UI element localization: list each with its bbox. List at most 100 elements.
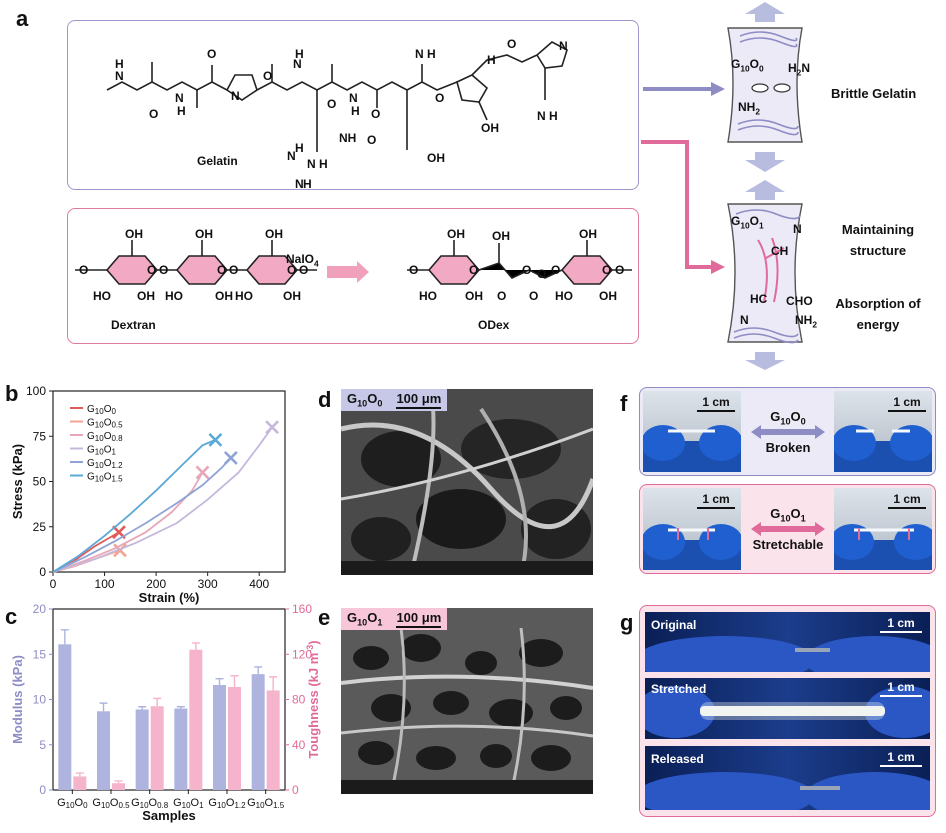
svg-text:O: O xyxy=(469,263,478,277)
y-right-tick-label-3: 120 xyxy=(292,647,312,661)
svg-text:O: O xyxy=(507,37,516,51)
x-tick-label-c-3: G10O1 xyxy=(173,797,204,810)
g-released-label: Released xyxy=(651,752,704,766)
series-end-marker-4 xyxy=(223,451,238,465)
svg-text:O: O xyxy=(529,289,538,303)
scale-f-bottom: 1 cm xyxy=(697,492,735,509)
top-state-sample: G10O0 xyxy=(731,57,764,74)
svg-text:O: O xyxy=(435,91,444,105)
svg-text:N: N xyxy=(537,109,546,123)
svg-text:OH: OH xyxy=(492,229,510,243)
svg-text:N: N xyxy=(415,47,424,61)
svg-text:OH: OH xyxy=(195,227,213,241)
y-tick-label-b-3: 75 xyxy=(33,429,47,443)
error-bar-toughness-1 xyxy=(114,780,123,784)
gelatin-box xyxy=(67,20,639,190)
svg-text:O: O xyxy=(497,289,506,303)
svg-text:N: N xyxy=(559,39,568,53)
bar-toughness-1 xyxy=(112,783,125,790)
g-stretched-label: Stretched xyxy=(651,682,707,696)
x-axis-label-c: Samples xyxy=(142,808,195,823)
g-original-label: Original xyxy=(651,618,697,632)
svg-text:OH: OH xyxy=(579,227,597,241)
y-tick-label-b-1: 25 xyxy=(33,520,47,534)
error-bar-modulus-2 xyxy=(138,706,147,710)
y-left-axis-label: Modulus (kPa) xyxy=(10,655,25,744)
bottom-state-ch: CH xyxy=(771,244,789,258)
svg-text:O: O xyxy=(409,263,418,277)
photo-g-original: Original 1 cm xyxy=(645,612,930,672)
y-left-tick-label-0: 0 xyxy=(39,783,46,797)
svg-text:O: O xyxy=(287,263,296,277)
bar-modulus-5 xyxy=(251,674,265,790)
x-tick-label-b-0: 0 xyxy=(50,577,57,591)
y-tick-label-b-2: 50 xyxy=(33,475,47,489)
series-end-marker-2 xyxy=(195,465,210,480)
series-end-marker-3 xyxy=(265,420,280,435)
svg-text:OH: OH xyxy=(599,289,617,303)
scale-g-stretched: 1 cm xyxy=(880,680,922,697)
bottom-state-sample: G10O1 xyxy=(731,214,764,231)
x-tick-label-c-5: G10O1.5 xyxy=(247,797,285,810)
svg-text:H: H xyxy=(319,157,328,171)
scale-f-bottom-right: 1 cm xyxy=(888,492,926,509)
x-tick-label-b-2: 200 xyxy=(146,577,166,591)
bar-toughness-4 xyxy=(228,687,241,790)
x-axis-label-b: Strain (%) xyxy=(139,590,200,605)
dextran-box xyxy=(67,208,639,344)
photo-f-bottom-right: 1 cm xyxy=(834,488,932,570)
svg-text:O: O xyxy=(159,263,168,277)
x-tick-label-b-3: 300 xyxy=(198,577,218,591)
bottom-state-hc: HC xyxy=(750,292,768,306)
y-tick-label-b-0: 0 xyxy=(39,565,46,579)
top-state-nh2: NH2 xyxy=(738,100,761,117)
odex-label: ODex xyxy=(478,318,510,332)
bottom-state-nh2: NH2 xyxy=(795,313,818,330)
error-bar-modulus-4 xyxy=(215,677,224,686)
svg-text:OH: OH xyxy=(283,289,301,303)
svg-text:O: O xyxy=(327,97,336,111)
series-end-marker-5 xyxy=(208,432,223,447)
error-bar-modulus-3 xyxy=(176,706,185,709)
bar-modulus-3 xyxy=(174,708,188,790)
svg-text:NH: NH xyxy=(339,131,356,145)
svg-text:N: N xyxy=(295,177,304,190)
bar-toughness-2 xyxy=(150,706,164,790)
svg-text:HO: HO xyxy=(555,289,573,303)
error-bar-modulus-1 xyxy=(99,702,108,712)
panel-label-c: c xyxy=(5,604,18,629)
svg-text:H: H xyxy=(115,57,124,71)
y-left-tick-label-3: 15 xyxy=(33,647,47,661)
f-stretchable-label: Stretchable xyxy=(752,537,824,552)
y-right-tick-label-1: 40 xyxy=(292,738,306,752)
error-bar-toughness-0 xyxy=(75,772,84,777)
sem-tag-e: G10O1 100 μm xyxy=(341,608,448,630)
x-tick-label-c-0: G10O0 xyxy=(57,797,88,810)
svg-text:OH: OH xyxy=(427,151,445,165)
y-axis-label-b: Stress (kPa) xyxy=(10,444,25,519)
svg-text:N: N xyxy=(349,91,358,105)
legend-entry-2: G10O0.8 xyxy=(87,431,123,443)
f-top-sample: G10O0 xyxy=(770,409,806,427)
legend-entry-1: G10O0.5 xyxy=(87,418,123,430)
photo-f-top-right: 1 cm xyxy=(834,391,932,472)
svg-text:N: N xyxy=(115,69,124,83)
svg-text:O: O xyxy=(263,69,272,83)
bar-modulus-4 xyxy=(213,685,226,790)
error-bar-toughness-3 xyxy=(191,642,200,650)
svg-text:H: H xyxy=(487,53,496,67)
panel-label-g: g xyxy=(620,610,634,635)
sem-tag-d: G10O0 100 μm xyxy=(341,389,448,411)
svg-text:O: O xyxy=(147,263,156,277)
sem-sample-e: G10O1 xyxy=(347,610,383,628)
svg-text:N: N xyxy=(307,157,316,171)
legend-entry-0: G10O0 xyxy=(87,404,116,416)
reaction-arrow xyxy=(327,261,369,283)
svg-text:O: O xyxy=(149,107,158,121)
sem-scale-e: 100 μm xyxy=(396,610,442,628)
sem-sample-d: G10O0 xyxy=(347,391,383,409)
photo-g-stretched: Stretched 1 cm xyxy=(645,678,930,739)
bar-toughness-0 xyxy=(73,776,87,790)
